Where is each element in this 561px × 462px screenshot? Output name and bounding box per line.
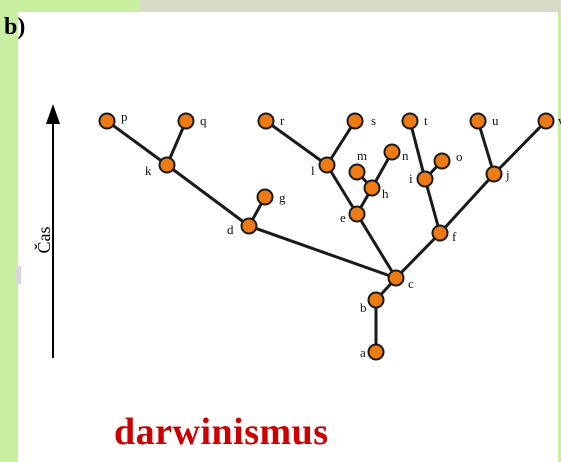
node-f [431,224,449,242]
node-label-b: b [360,300,367,315]
caption-title: darwinismus [114,411,329,453]
node-label-c: c [408,276,414,291]
edge-l-r [264,119,329,167]
diagram-panel [18,12,558,462]
node-s [346,112,364,130]
node-r [257,112,275,130]
node-label-e: e [340,210,346,225]
node-n [383,143,401,161]
node-label-k: k [145,163,152,178]
node-g [256,188,274,206]
tree-nodes: a b c d e f g h i j k l m n o p q r s t u v [98,109,561,361]
node-b [367,291,385,309]
node-label-h: h [382,186,389,201]
node-label-g: g [279,190,286,205]
edge-c-e [355,212,398,280]
node-p [98,112,116,130]
node-v [537,112,555,130]
node-c [387,269,405,287]
edge-k-p [105,119,169,167]
node-label-r: r [280,113,285,128]
node-label-v: v [558,113,561,128]
time-axis-label: Čas [33,227,54,254]
time-axis-arrow-icon [46,104,60,124]
node-label-o: o [456,149,463,164]
node-q [177,112,195,130]
node-m [348,163,366,181]
node-label-s: s [371,113,376,128]
edge-d-k [165,163,251,228]
node-label-j: j [505,167,510,182]
node-a [367,343,385,361]
node-u [469,112,487,130]
node-label-q: q [200,113,207,128]
node-label-i: i [409,171,413,186]
edge-c-d [247,224,398,280]
node-label-p: p [121,109,128,124]
node-j [485,165,503,183]
node-i [416,170,434,188]
left-edge-mark [16,266,21,284]
edge-l-s [325,119,357,167]
panel-label: b) [4,14,26,40]
node-k [158,156,176,174]
tree-edges [105,119,548,354]
node-label-l: l [311,163,315,178]
node-label-u: u [492,113,499,128]
edge-f-j [438,172,496,235]
node-d [240,217,258,235]
node-h [363,179,381,197]
node-label-t: t [424,113,428,128]
node-label-n: n [402,148,409,163]
time-axis: Čas [33,104,60,358]
node-label-d: d [227,222,234,237]
edge-e-l [325,163,359,216]
edge-j-v [492,119,548,176]
node-t [401,112,419,130]
node-o [433,152,451,170]
node-e [348,205,366,223]
node-label-a: a [360,345,366,360]
edge-c-f [394,231,442,280]
node-label-m: m [357,148,367,163]
edge-i-t [408,119,427,181]
edge-f-i [423,177,442,235]
top-image-strip [140,0,561,14]
node-l [318,156,336,174]
edge-j-u [476,119,496,176]
node-label-f: f [452,229,457,244]
